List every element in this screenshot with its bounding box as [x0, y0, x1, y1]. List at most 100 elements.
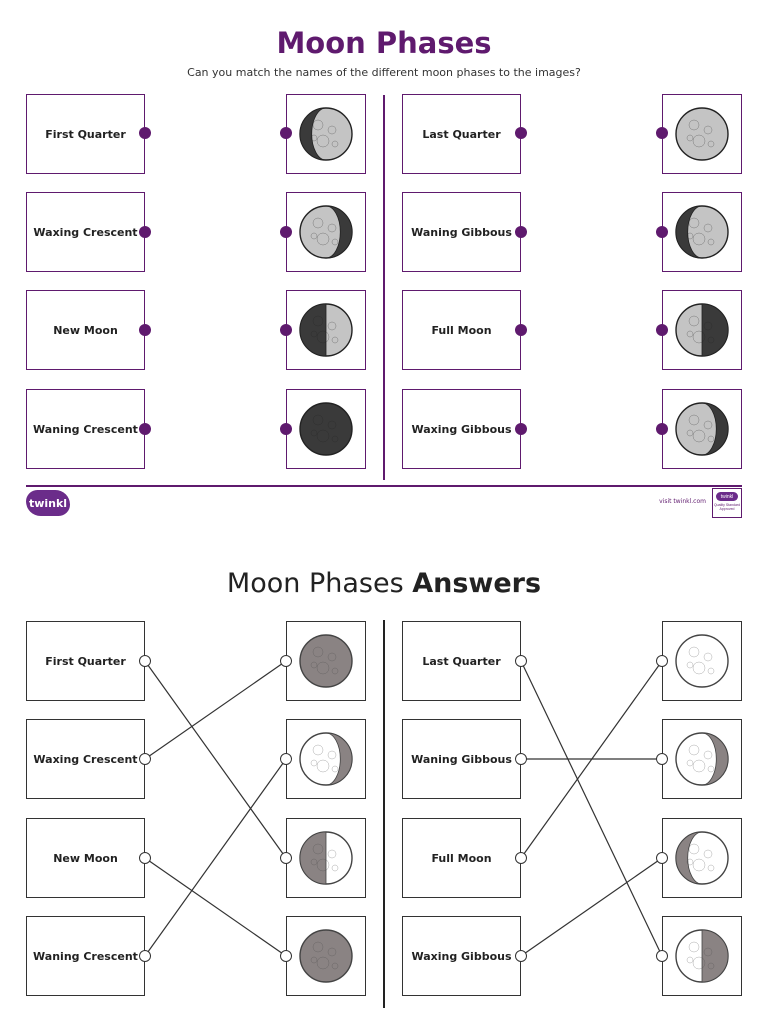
answer-line [144, 660, 287, 859]
ws-name-dot[interactable] [515, 127, 527, 139]
moon-full-icon [675, 107, 729, 161]
answer-line [520, 660, 663, 859]
ans-left-name-box: Waning Crescent [26, 916, 145, 996]
moon-waning-gibbous-icon [675, 402, 729, 456]
ws-right-name: Last Quarter [422, 127, 501, 141]
ans-image-dot [656, 950, 668, 962]
moon-waxing-gibbous-icon [675, 831, 729, 885]
ans-image-dot [280, 950, 292, 962]
ws-image-dot[interactable] [656, 226, 668, 238]
ans-image-dot [280, 753, 292, 765]
ws-left-name-box: Waxing Crescent [26, 192, 145, 272]
moon-waning-crescent-icon [299, 107, 353, 161]
ws-left-name-box: New Moon [26, 290, 145, 370]
ws-right-name-box: Full Moon [402, 290, 521, 370]
ws-image-dot[interactable] [280, 127, 292, 139]
ws-image-dot[interactable] [280, 324, 292, 336]
ws-right-name-box: Waning Gibbous [402, 192, 521, 272]
ws-left-name: New Moon [53, 323, 118, 337]
ws-name-dot[interactable] [515, 423, 527, 435]
ws-name-dot[interactable] [515, 324, 527, 336]
ans-right-name-box: Waxing Gibbous [402, 916, 521, 996]
ans-name-dot [515, 655, 527, 667]
moon-waxing-gibbous-icon [675, 205, 729, 259]
moon-waxing-crescent-icon [299, 205, 353, 259]
visit-link[interactable]: visit twinkl.com [659, 498, 706, 505]
answer-line [144, 758, 287, 957]
ans-name-dot [139, 852, 151, 864]
ws-name-dot[interactable] [139, 324, 151, 336]
moon-waning-gibbous-icon [675, 732, 729, 786]
ans-right-name-box: Full Moon [402, 818, 521, 898]
ans-image-dot [656, 852, 668, 864]
ans-left-name: Waxing Crescent [33, 752, 138, 766]
twinkl-logo: twinkl [26, 490, 70, 516]
moon-new-icon [299, 634, 353, 688]
ans-name-dot [139, 950, 151, 962]
moon-new-icon [299, 402, 353, 456]
answer-line [520, 857, 663, 957]
moon-last-quarter-icon [675, 303, 729, 357]
ws-right-name: Full Moon [431, 323, 492, 337]
divider-horizontal [26, 485, 742, 487]
ws-left-name-box: First Quarter [26, 94, 145, 174]
ws-right-name: Waning Gibbous [411, 225, 512, 239]
answers-title-regular: Moon Phases [226, 568, 404, 599]
moon-waxing-crescent-icon [299, 732, 353, 786]
ws-left-name: Waning Crescent [33, 422, 138, 436]
moon-new-icon [299, 929, 353, 983]
quality-badge-line1: Quality Standard [713, 503, 741, 507]
ws-name-dot[interactable] [515, 226, 527, 238]
answer-line [144, 660, 287, 760]
ans-right-name: Last Quarter [422, 654, 501, 668]
ans-image-dot [656, 655, 668, 667]
twinkl-logo-text: twinkl [28, 496, 68, 510]
ws-left-name: First Quarter [45, 127, 126, 141]
answers-divider-vertical [383, 620, 385, 1008]
ans-image-dot [280, 852, 292, 864]
ans-right-name: Waning Gibbous [411, 752, 512, 766]
ws-left-name: Waxing Crescent [33, 225, 138, 239]
ws-right-name-box: Last Quarter [402, 94, 521, 174]
ans-name-dot [515, 950, 527, 962]
ws-name-dot[interactable] [139, 423, 151, 435]
ws-image-dot[interactable] [280, 226, 292, 238]
ans-name-dot [139, 753, 151, 765]
worksheet-instructions: Can you match the names of the different… [187, 66, 581, 79]
divider-vertical [383, 95, 385, 480]
quality-badge-logo: twinkl [716, 492, 738, 501]
answer-line [144, 857, 287, 957]
worksheet-title: Moon Phases [276, 26, 492, 60]
moon-full-icon [675, 634, 729, 688]
ans-left-name-box: First Quarter [26, 621, 145, 701]
moon-first-quarter-icon [299, 831, 353, 885]
ws-image-dot[interactable] [656, 127, 668, 139]
ws-image-dot[interactable] [656, 423, 668, 435]
ws-image-dot[interactable] [280, 423, 292, 435]
ans-name-dot [139, 655, 151, 667]
ws-name-dot[interactable] [139, 127, 151, 139]
ans-left-name: Waning Crescent [33, 949, 138, 963]
ans-right-name: Waxing Gibbous [411, 949, 512, 963]
moon-first-quarter-icon [299, 303, 353, 357]
ans-left-name: First Quarter [45, 654, 126, 668]
ans-left-name: New Moon [53, 851, 118, 865]
ws-left-name-box: Waning Crescent [26, 389, 145, 469]
answers-title: Moon Phases Answers [0, 568, 768, 599]
ws-image-dot[interactable] [656, 324, 668, 336]
answers-title-bold: Answers [412, 568, 542, 599]
moon-last-quarter-icon [675, 929, 729, 983]
ws-right-name: Waxing Gibbous [411, 422, 512, 436]
ans-name-dot [515, 852, 527, 864]
ws-name-dot[interactable] [139, 226, 151, 238]
ans-right-name: Full Moon [431, 851, 492, 865]
answer-line [520, 660, 663, 957]
quality-badge-line2: Approved [719, 507, 735, 511]
ans-left-name-box: Waxing Crescent [26, 719, 145, 799]
ans-image-dot [280, 655, 292, 667]
ans-right-name-box: Waning Gibbous [402, 719, 521, 799]
ans-image-dot [656, 753, 668, 765]
ans-right-name-box: Last Quarter [402, 621, 521, 701]
